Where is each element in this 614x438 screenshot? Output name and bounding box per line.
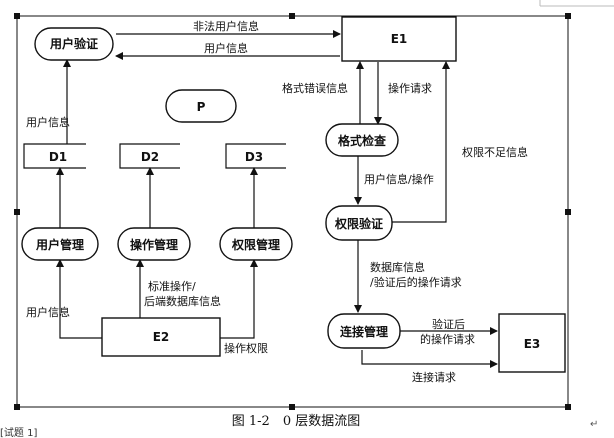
process-conn-mgmt[interactable]: 连接管理 (327, 313, 401, 349)
edge-conn-request (361, 350, 498, 368)
label-op-request: 操作请求 (388, 81, 432, 95)
datastore-d2[interactable]: D2 (119, 143, 180, 169)
entity-e2-label: E2 (153, 330, 170, 344)
label-insufficient-perm: 权限不足信息 (462, 145, 528, 159)
datastore-d2-label: D2 (141, 150, 159, 164)
process-op-mgmt[interactable]: 操作管理 (117, 227, 191, 261)
corner-text: [试题 1] (0, 426, 37, 438)
process-p-label: P (197, 100, 206, 114)
process-user-auth-label: 用户验证 (49, 36, 98, 51)
label-std-op-line2: 后端数据库信息 (144, 294, 221, 308)
entity-e2[interactable]: E2 (101, 317, 221, 357)
edge-e2-to-perm-mgmt (220, 259, 258, 339)
entity-e3[interactable]: E3 (498, 313, 566, 373)
datastore-d1[interactable]: D1 (23, 143, 86, 169)
resize-handle-bottom-right[interactable] (565, 404, 571, 410)
label-user-info-e2: 用户信息 (26, 305, 70, 319)
resize-handle-middle-left[interactable] (14, 209, 20, 215)
edge-e2-to-user-mgmt (56, 259, 102, 339)
process-format-check[interactable]: 格式检查 (325, 123, 399, 157)
label-std-op-line1: 标准操作/ (148, 279, 196, 293)
process-perm-mgmt[interactable]: 权限管理 (219, 227, 293, 261)
resize-handle-bottom-middle[interactable] (289, 404, 295, 410)
resize-handle-top-right[interactable] (565, 13, 571, 19)
datastore-d1-label: D1 (49, 150, 67, 164)
process-perm-check-label: 权限验证 (334, 216, 383, 231)
process-perm-check[interactable]: 权限验证 (325, 205, 393, 241)
label-conn-request: 连接请求 (412, 371, 456, 384)
resize-handle-bottom-left[interactable] (14, 404, 20, 410)
label-op-perm: 操作权限 (224, 341, 268, 355)
process-user-mgmt[interactable]: 用户管理 (21, 227, 99, 261)
label-db-info-line1: 数据库信息 (370, 260, 425, 274)
process-user-mgmt-label: 用户管理 (35, 237, 84, 252)
label-illegal-user-info: 非法用户信息 (193, 19, 259, 33)
label-db-info-line2: /验证后的操作请求 (370, 275, 462, 289)
label-verified-line1: 验证后 (432, 317, 465, 331)
entity-e1-label: E1 (391, 32, 408, 46)
edge-insufficient-perm (392, 61, 450, 223)
process-p[interactable]: P (165, 89, 237, 123)
label-verified-line2: 的操作请求 (420, 332, 475, 346)
label-format-error: 格式错误信息 (282, 81, 348, 95)
datastore-d3[interactable]: D3 (225, 143, 286, 169)
label-user-info-top: 用户信息 (204, 41, 248, 55)
diagram-frame (16, 15, 569, 408)
resize-handle-top-left[interactable] (14, 13, 20, 19)
process-conn-mgmt-label: 连接管理 (340, 324, 388, 339)
process-op-mgmt-label: 操作管理 (130, 237, 178, 252)
datastore-d3-label: D3 (245, 150, 263, 164)
label-user-info-left: 用户信息 (26, 115, 70, 129)
label-user-info-op: 用户信息/操作 (364, 172, 434, 186)
resize-handle-top-middle[interactable] (289, 13, 295, 19)
resize-handle-middle-right[interactable] (565, 209, 571, 215)
process-format-check-label: 格式检查 (338, 133, 387, 148)
entity-e3-label: E3 (524, 337, 541, 351)
process-user-auth[interactable]: 用户验证 (34, 27, 114, 61)
process-perm-mgmt-label: 权限管理 (231, 237, 280, 252)
entity-e1[interactable]: E1 (341, 16, 457, 62)
figure-caption: 图 1-2 0 层数据流图 (232, 414, 360, 429)
paragraph-mark: ↵ (590, 419, 598, 430)
